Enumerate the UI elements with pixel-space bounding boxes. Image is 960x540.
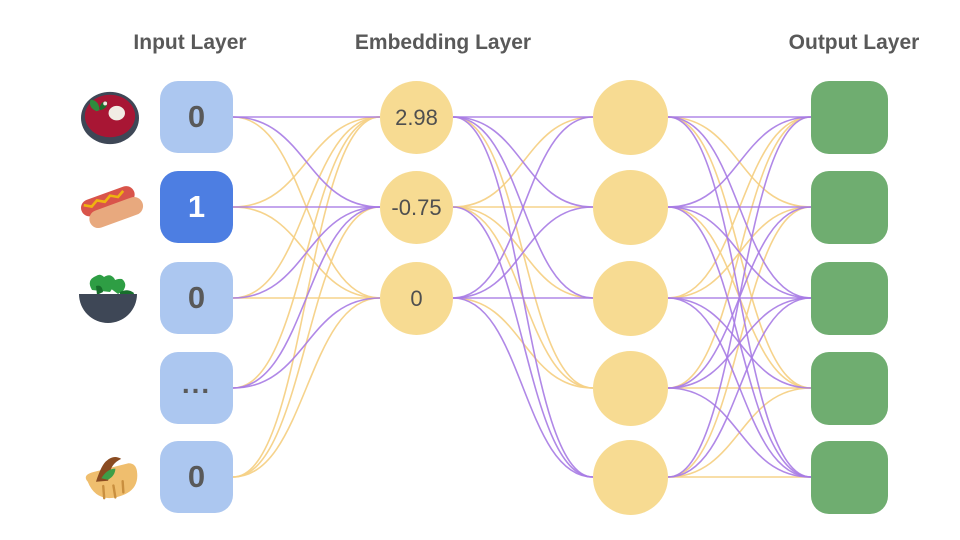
edge-hidden_to_output-2-1 (667, 116, 812, 208)
edge-embedding_to_hidden-3-5 (452, 297, 594, 478)
edge-input_to_embedding-4-3 (232, 297, 381, 389)
input-layer-title: Input Layer (133, 31, 247, 54)
edge-hidden_to_output-4-3 (667, 297, 812, 389)
edge-embedding_to_hidden-1-5 (452, 116, 594, 478)
input-node-value: ... (181, 368, 212, 399)
hot-dog-icon (81, 186, 144, 229)
hidden-node-5[interactable] (593, 440, 668, 515)
edge-input_to_embedding-5-3 (232, 297, 381, 478)
edge-input_to_embedding-4-2 (232, 206, 381, 389)
hidden-node-3[interactable] (593, 261, 668, 336)
embedding-value: 2.98 (395, 104, 438, 130)
input-node-borscht[interactable]: 0 (160, 81, 233, 153)
output-node-2[interactable] (811, 171, 888, 244)
input-node-ellipsis[interactable]: ... (160, 352, 233, 424)
edge-hidden_to_output-2-3 (667, 206, 812, 299)
edge-input_to_embedding-3-2 (232, 206, 381, 299)
embedding-value: 0 (410, 285, 423, 311)
input-node-flatbread[interactable]: 0 (160, 441, 233, 513)
output-layer-title: Output Layer (788, 31, 920, 54)
edge-embedding_to_hidden-3-2 (452, 206, 594, 299)
hidden-node-2[interactable] (593, 170, 668, 245)
output-node-1[interactable] (811, 81, 888, 154)
input-node-value: 0 (187, 99, 206, 134)
edge-hidden_to_output-5-1 (667, 116, 812, 478)
embedding-node-3[interactable]: 0 (380, 262, 453, 335)
edge-embedding_to_hidden-2-5 (452, 206, 594, 478)
green-salad-icon (79, 274, 137, 323)
input-node-value: 0 (187, 280, 206, 315)
input-node-value: 0 (187, 459, 206, 494)
stuffed-flatbread-icon (85, 457, 138, 500)
hidden-node-1[interactable] (593, 80, 668, 155)
hidden-node-4[interactable] (593, 351, 668, 426)
output-node-5[interactable] (811, 441, 888, 514)
edge-embedding_to_hidden-3-1 (452, 116, 594, 299)
embedding-node-2[interactable]: -0.75 (380, 171, 453, 244)
edge-embedding_to_hidden-1-2 (452, 116, 594, 208)
edge-hidden_to_output-5-3 (667, 297, 812, 478)
input-node-value: 1 (187, 189, 206, 224)
input-node-salad[interactable]: 0 (160, 262, 233, 334)
output-node-3[interactable] (811, 262, 888, 335)
embedding-layer-title: Embedding Layer (354, 31, 532, 54)
input-node-hot-dog[interactable]: 1 (160, 171, 233, 243)
edge-hidden_to_output-4-5 (667, 387, 812, 478)
edge-input_to_embedding-1-2 (232, 116, 381, 208)
borscht-soup-icon (81, 91, 139, 145)
output-node-4[interactable] (811, 352, 888, 425)
embedding-node-1[interactable]: 2.98 (380, 81, 453, 154)
embedding-value: -0.75 (391, 194, 442, 220)
